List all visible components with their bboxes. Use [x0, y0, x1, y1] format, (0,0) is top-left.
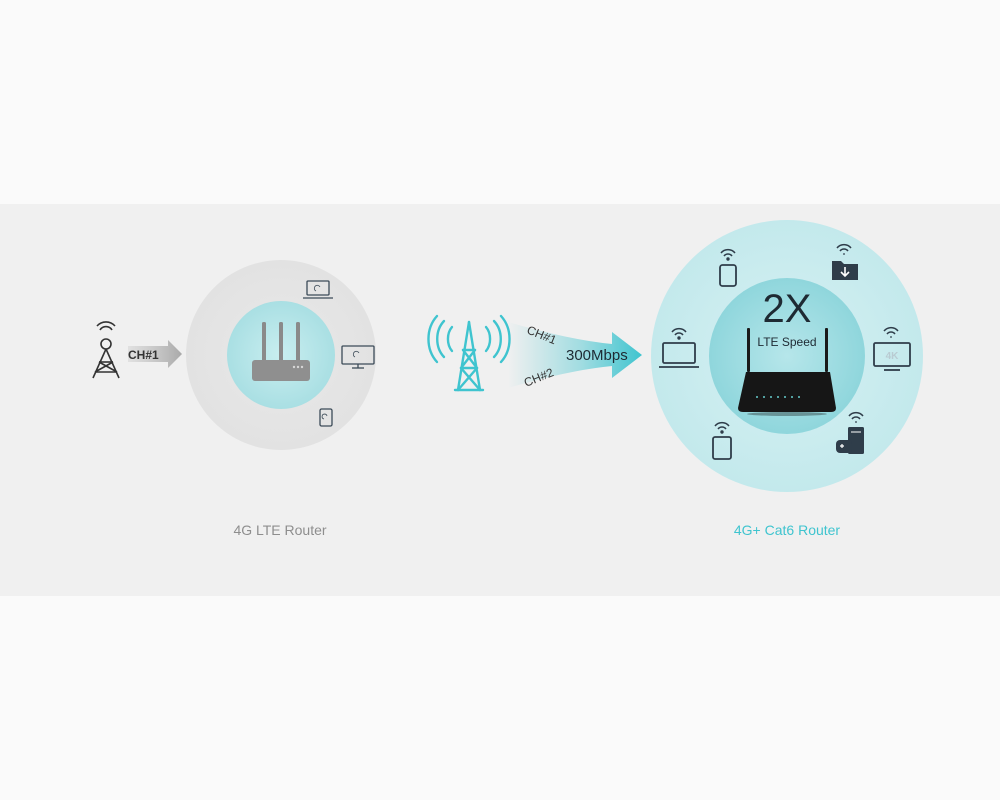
- game-console-icon: [836, 411, 864, 454]
- laptop-wifi-icon: [659, 327, 699, 368]
- speed-subtitle: LTE Speed: [757, 335, 816, 349]
- tower-icon: [92, 321, 120, 379]
- monitor-icon: [341, 345, 375, 369]
- 4k-tv-icon: 4K: [873, 326, 911, 371]
- 4k-badge: 4K: [886, 351, 900, 362]
- speed-multiplier: 2X: [763, 287, 812, 331]
- laptop-icon: [303, 280, 333, 299]
- lte-router-caption: 4G LTE Router: [233, 522, 327, 538]
- lte-router-icon: [252, 322, 310, 381]
- cell-tower-icon: [427, 314, 511, 392]
- cat6-router-caption: 4G+ Cat6 Router: [733, 522, 841, 538]
- cat6-router-icon: [738, 328, 836, 416]
- speed-label: 300Mbps: [566, 347, 628, 364]
- speed-arrow: [508, 322, 642, 388]
- tablet-wifi-icon: [712, 421, 732, 460]
- phone-icon: [719, 248, 737, 287]
- tablet-icon: [319, 408, 333, 427]
- ch1-arrow: [128, 340, 182, 368]
- tower-channel-label: CH#1: [128, 348, 159, 362]
- download-folder-icon: [832, 243, 858, 280]
